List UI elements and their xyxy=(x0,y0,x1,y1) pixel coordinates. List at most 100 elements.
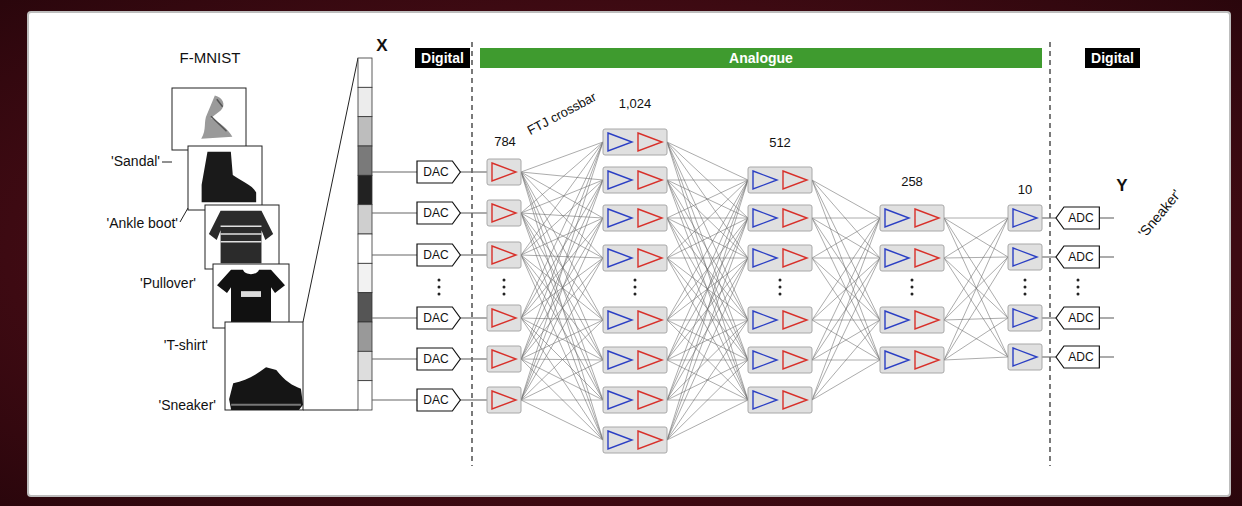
neuron-box xyxy=(603,307,667,333)
neuron-unit xyxy=(603,245,667,271)
ellipsis-dot xyxy=(634,293,637,296)
wire xyxy=(521,255,603,258)
garment-drawing xyxy=(202,152,257,202)
domain-band: Digital xyxy=(415,48,470,68)
node-text: Analogue xyxy=(729,51,793,65)
image-frame xyxy=(213,264,289,328)
neuron-unit xyxy=(748,245,812,271)
wire xyxy=(521,218,603,359)
activation-amplifier xyxy=(492,246,516,264)
wire xyxy=(458,399,487,400)
expansion-line xyxy=(303,410,358,411)
wire xyxy=(667,142,748,258)
activation-amplifier xyxy=(492,350,516,368)
sample-images xyxy=(162,58,372,410)
wire xyxy=(521,255,603,320)
neuron-box xyxy=(748,347,812,373)
dac-converter: DAC xyxy=(417,307,460,329)
ellipsis-dots xyxy=(438,279,1080,296)
ellipsis-dot xyxy=(438,293,441,296)
input-vector-cell xyxy=(358,87,372,116)
domain-band: Analogue xyxy=(480,48,1042,68)
ellipsis-dot xyxy=(503,293,506,296)
domain-divider xyxy=(1049,42,1050,466)
wire xyxy=(521,142,603,318)
converter-shape xyxy=(417,202,460,224)
garment-drawing xyxy=(201,96,232,139)
converter-shape xyxy=(417,307,460,329)
ellipsis-dot xyxy=(438,286,441,289)
wire xyxy=(521,360,603,400)
neuron-box xyxy=(880,245,944,271)
wire xyxy=(667,218,748,320)
vector-name: Y xyxy=(1116,177,1127,196)
wire xyxy=(667,180,748,360)
summing-amplifier xyxy=(608,249,632,267)
neuron-box xyxy=(487,387,521,413)
wire xyxy=(667,180,748,400)
wire xyxy=(812,218,880,258)
wire xyxy=(372,399,420,400)
wire xyxy=(667,180,748,360)
neuron-unit xyxy=(487,242,521,268)
wire xyxy=(521,400,603,401)
neuron-unit xyxy=(487,200,521,226)
activation-amplifier xyxy=(783,249,807,267)
wire xyxy=(667,320,748,360)
wire xyxy=(812,320,880,360)
neuron-box xyxy=(748,205,812,231)
wire xyxy=(667,320,748,321)
neuron-unit xyxy=(603,205,667,231)
neuron-box xyxy=(603,245,667,271)
wire xyxy=(812,218,880,360)
summing-amplifier xyxy=(608,311,632,329)
class-label: 'Sandal' xyxy=(111,154,160,169)
neuron-unit xyxy=(487,305,521,331)
wire xyxy=(372,171,420,172)
node-text: Digital xyxy=(421,51,464,65)
wire xyxy=(458,317,487,318)
node-text: DAC xyxy=(423,394,448,406)
vector-name: X xyxy=(376,37,387,56)
wire xyxy=(667,180,748,400)
wire xyxy=(812,218,880,320)
activation-amplifier xyxy=(492,204,516,222)
wire xyxy=(372,317,420,318)
wire xyxy=(812,218,880,400)
layer-size: 784 xyxy=(494,135,516,149)
ellipsis-dot xyxy=(634,279,637,282)
ellipsis-dot xyxy=(1024,279,1027,282)
neuron-unit xyxy=(880,205,944,231)
converter-shape xyxy=(1056,207,1099,229)
neuron-unit xyxy=(1008,205,1042,231)
ellipsis-dot xyxy=(911,293,914,296)
wire xyxy=(812,180,880,218)
converter-shape xyxy=(1056,246,1099,268)
wire xyxy=(812,218,880,219)
activation-amplifier xyxy=(638,431,662,449)
wire xyxy=(458,358,487,359)
node-text: DAC xyxy=(423,166,448,178)
garment-drawing xyxy=(217,270,285,322)
expansion-line xyxy=(303,58,358,322)
converter-shape xyxy=(417,348,460,370)
neuron-box xyxy=(1008,305,1042,331)
input-vector-cell xyxy=(358,293,372,322)
node-text: ADC xyxy=(1068,351,1093,363)
neuron-box xyxy=(487,159,521,185)
neuron-unit xyxy=(748,387,812,413)
input-vector-cell xyxy=(358,381,372,410)
neuron-unit xyxy=(880,307,944,333)
wire xyxy=(521,218,603,400)
wire xyxy=(944,318,1008,320)
wire xyxy=(812,218,880,320)
neuron-box xyxy=(1008,244,1042,270)
neuron-box xyxy=(603,129,667,155)
wire xyxy=(667,218,748,320)
garment-drawing xyxy=(221,226,262,242)
summing-amplifier xyxy=(885,209,909,227)
wire xyxy=(944,257,1008,258)
ellipsis-dot xyxy=(503,279,506,282)
dac-converter: DAC xyxy=(417,161,460,183)
neuron-box xyxy=(748,245,812,271)
